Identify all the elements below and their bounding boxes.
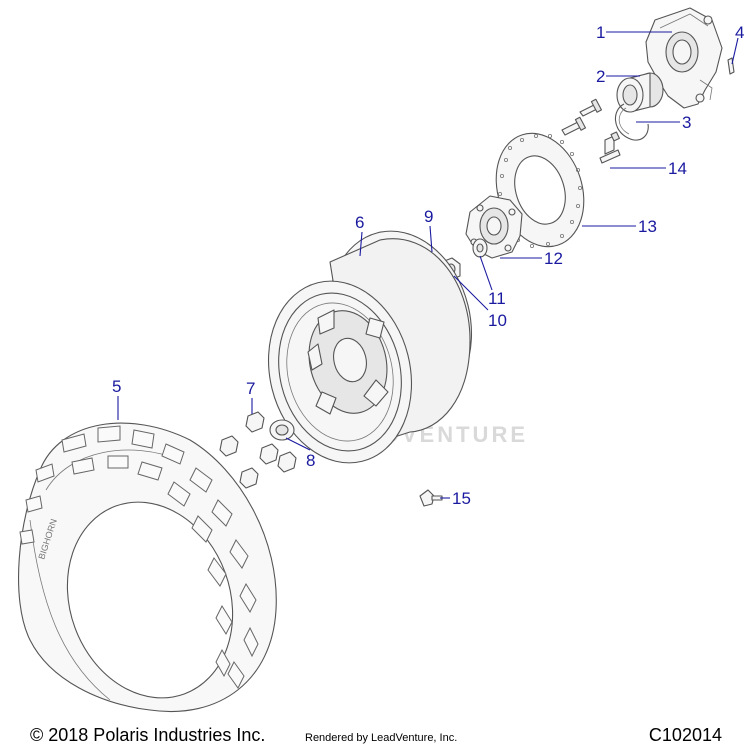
rendered-by-text: Rendered by LeadVenture, Inc. — [305, 732, 458, 744]
callout-labels: 1 4 2 3 14 13 12 9 6 11 10 7 8 5 15 — [112, 23, 744, 508]
callout-1[interactable]: 1 — [596, 23, 605, 42]
callout-11[interactable]: 11 — [488, 289, 506, 308]
callout-6[interactable]: 6 — [355, 213, 364, 232]
part-bearing[interactable] — [616, 72, 664, 113]
part-retaining-ring[interactable] — [614, 103, 649, 141]
part-wheel-rim[interactable] — [250, 216, 490, 478]
part-hub-cap[interactable] — [269, 419, 295, 441]
leader-lines — [117, 31, 739, 499]
callout-15[interactable]: 15 — [452, 489, 471, 508]
callout-4[interactable]: 4 — [735, 23, 744, 42]
callout-13[interactable]: 13 — [638, 217, 657, 236]
callout-9[interactable]: 9 — [424, 207, 433, 226]
part-knuckle-bolts[interactable] — [561, 98, 603, 136]
callout-2[interactable]: 2 — [596, 67, 605, 86]
part-washer[interactable] — [472, 238, 488, 258]
callout-14[interactable]: 14 — [668, 159, 687, 178]
callout-3[interactable]: 3 — [682, 113, 691, 132]
part-valve-stem[interactable] — [419, 489, 443, 507]
callout-8[interactable]: 8 — [306, 451, 315, 470]
callout-7[interactable]: 7 — [246, 379, 255, 398]
callout-12[interactable]: 12 — [544, 249, 563, 268]
part-tire[interactable]: BIGHORN — [18, 422, 277, 721]
copyright-text: © 2018 Polaris Industries Inc. — [30, 725, 266, 745]
part-disc-bolts[interactable] — [599, 131, 621, 164]
callout-5[interactable]: 5 — [112, 377, 121, 396]
callout-10[interactable]: 10 — [488, 311, 507, 330]
part-knuckle[interactable] — [645, 7, 723, 109]
diagram-code: C102014 — [648, 725, 722, 745]
part-lug-nuts[interactable] — [219, 411, 297, 489]
